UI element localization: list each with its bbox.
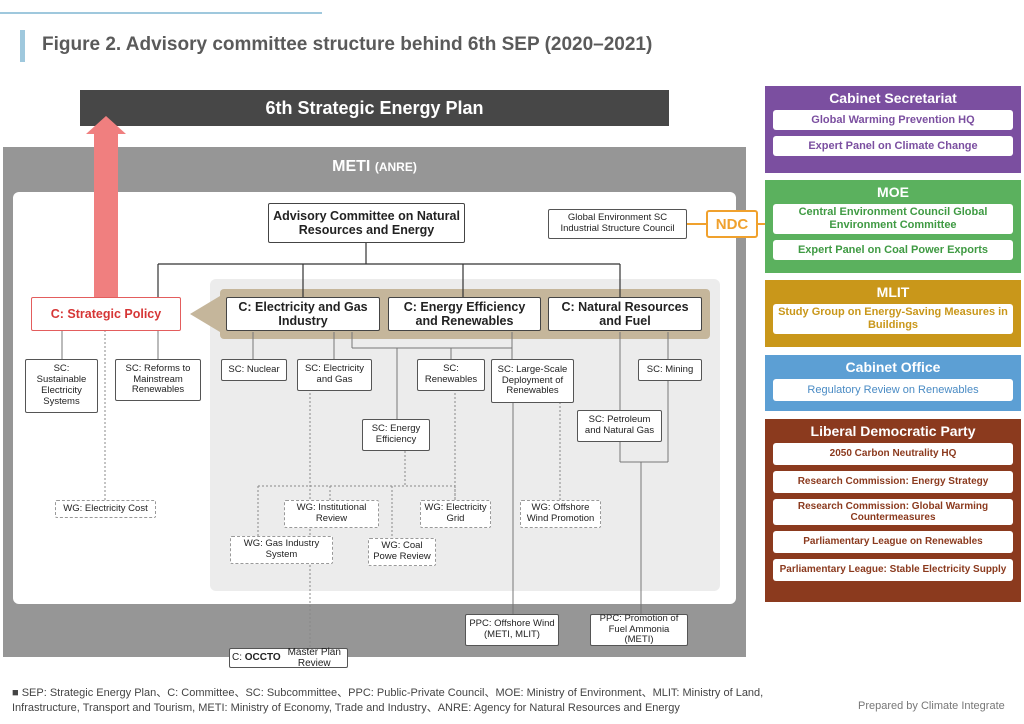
electricity-gas-committee: C: Electricity and Gas Industry xyxy=(226,297,380,331)
header-rule xyxy=(0,12,322,14)
panel-item: Parliamentary League: Stable Electricity… xyxy=(773,559,1013,581)
panel-mlit: MLIT Study Group on Energy-Saving Measur… xyxy=(765,280,1021,347)
energy-efficiency-renewables-committee: C: Energy Efficiency and Renewables xyxy=(388,297,541,331)
panel-item: Expert Panel on Coal Power Exports xyxy=(773,240,1013,260)
sc-mining: SC: Mining xyxy=(638,359,702,381)
figure-title: Figure 2. Advisory committee structure b… xyxy=(42,34,653,55)
panel-item: Central Environment Council Global Envir… xyxy=(773,204,1013,234)
ppc-offshore-wind: PPC: Offshore Wind (METI, MLIT) xyxy=(465,614,559,646)
panel-item: Study Group on Energy-Saving Measures in… xyxy=(773,304,1013,334)
panel-item: Research Commission: Energy Strategy xyxy=(773,471,1013,493)
ndc-badge: NDC xyxy=(706,210,758,238)
sc-electricity-gas: SC: Electricity and Gas xyxy=(297,359,372,391)
panel-title: Liberal Democratic Party xyxy=(810,423,976,439)
meti-sub: (ANRE) xyxy=(374,160,417,174)
occto-suffix: Master Plan Review xyxy=(287,646,341,670)
advisory-committee-box: Advisory Committee on Natural Resources … xyxy=(268,203,465,243)
panel-item: Global Warming Prevention HQ xyxy=(773,110,1013,130)
meti-label: METI (ANRE) xyxy=(3,158,746,176)
meti-name: METI xyxy=(332,158,371,175)
wg-offshore-wind-promotion: WG: Offshore Wind Promotion xyxy=(520,500,601,528)
red-arrow-shaft xyxy=(94,132,118,298)
panel-item: Expert Panel on Climate Change xyxy=(773,136,1013,156)
panel-ldp: Liberal Democratic Party 2050 Carbon Neu… xyxy=(765,419,1021,602)
title-accent-bar xyxy=(20,30,25,62)
sc-large-scale-renewables: SC: Large-Scale Deployment of Renewables xyxy=(491,359,574,403)
ppc-fuel-ammonia: PPC: Promotion of Fuel Ammonia (METI) xyxy=(590,613,688,646)
wg-electricity-cost: WG: Electricity Cost xyxy=(55,500,156,518)
panel-title: MLIT xyxy=(876,284,910,300)
panel-item: Research Commission: Global Warming Coun… xyxy=(773,499,1013,525)
wg-institutional-review: WG: Institutional Review xyxy=(284,500,379,528)
panel-moe: MOE Central Environment Council Global E… xyxy=(765,180,1021,273)
sc-energy-efficiency: SC: Energy Efficiency xyxy=(362,419,430,451)
panel-item: Parliamentary League on Renewables xyxy=(773,531,1013,553)
sc-sustainable-electricity: SC: Sustainable Electricity Systems xyxy=(25,359,98,413)
panel-title: Cabinet Secretariat xyxy=(829,90,957,106)
wg-electricity-grid: WG: Electricity Grid xyxy=(420,500,491,528)
sc-reforms-renewables: SC: Reforms to Mainstream Renewables xyxy=(115,359,201,401)
strategic-policy-committee: C: Strategic Policy xyxy=(31,297,181,331)
wg-coal-power-review: WG: Coal Powe Review xyxy=(368,538,436,566)
occto-name: OCCTO xyxy=(244,652,281,664)
panel-cabinet-secretariat: Cabinet Secretariat Global Warming Preve… xyxy=(765,86,1021,173)
global-environment-sc-box: Global Environment SC Industrial Structu… xyxy=(548,209,687,239)
panel-item: Regulatory Review on Renewables xyxy=(773,379,1013,401)
wg-gas-industry-system: WG: Gas Industry System xyxy=(230,536,333,564)
beige-arrow-head xyxy=(190,296,220,332)
strategic-energy-plan-box: 6th Strategic Energy Plan xyxy=(80,90,669,126)
sc-renewables: SC: Renewables xyxy=(417,359,485,391)
panel-title: Cabinet Office xyxy=(845,359,941,375)
sc-petroleum-natural-gas: SC: Petroleum and Natural Gas xyxy=(577,410,662,442)
occto-master-plan-review: C: OCCTO Master Plan Review xyxy=(229,646,348,670)
sc-nuclear: SC: Nuclear xyxy=(221,359,287,381)
footer-note: ■ SEP: Strategic Energy Plan、C: Committe… xyxy=(12,687,764,715)
natural-resources-fuel-committee: C: Natural Resources and Fuel xyxy=(548,297,702,331)
footer-credit: Prepared by Climate Integrate xyxy=(858,700,1005,712)
occto-prefix: C: xyxy=(232,652,242,664)
panel-item: 2050 Carbon Neutrality HQ xyxy=(773,443,1013,465)
panel-title: MOE xyxy=(877,184,909,200)
panel-cabinet-office: Cabinet Office Regulatory Review on Rene… xyxy=(765,355,1021,411)
red-arrow-head xyxy=(86,116,126,134)
